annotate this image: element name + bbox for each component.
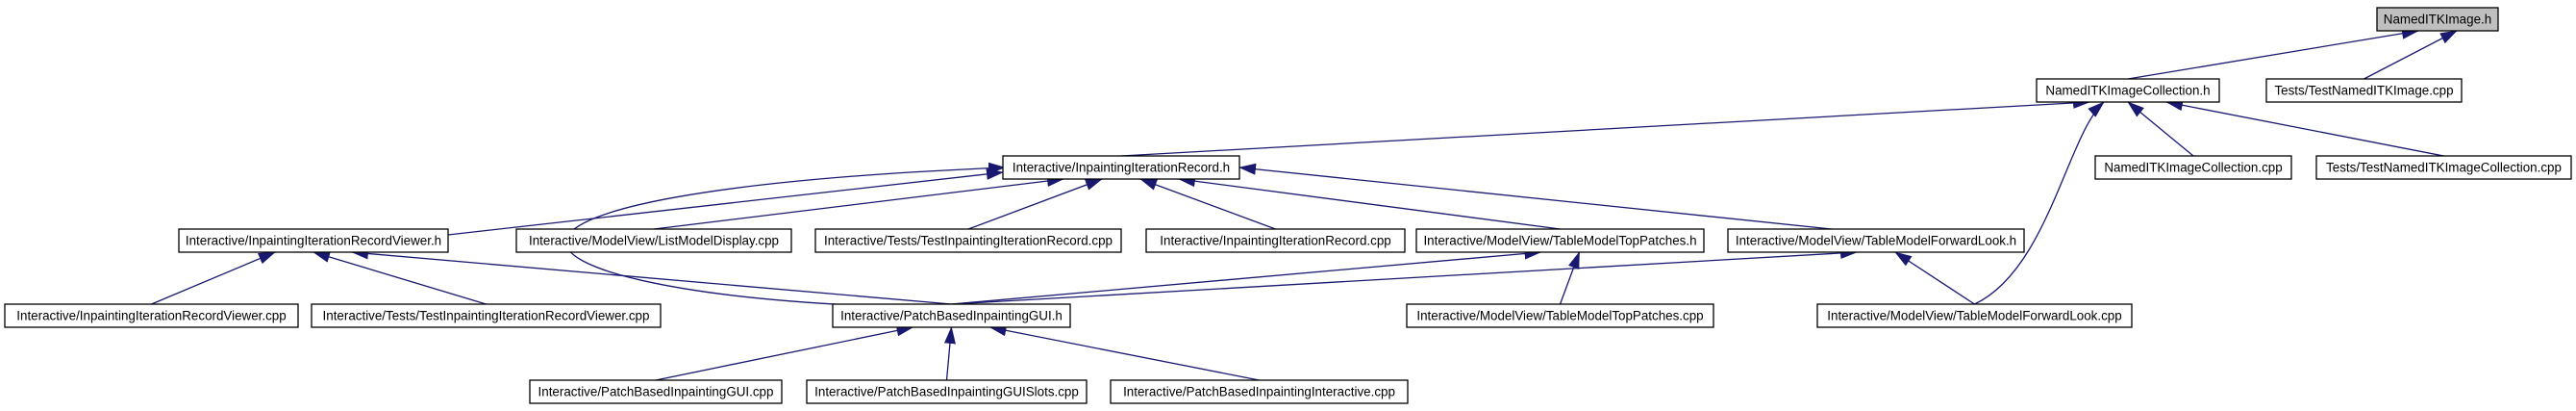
node-box xyxy=(806,379,1088,404)
node-box xyxy=(2315,155,2572,180)
node-label: Interactive/InpaintingIterationRecordVie… xyxy=(16,309,286,323)
node-box xyxy=(515,228,792,253)
edge-test-record-cpp-to-record-h xyxy=(967,178,1103,230)
node-label: Interactive/ModelView/TableModelTopPatch… xyxy=(1423,234,1696,248)
node-tests-testnameditkimagecollection-cpp[interactable]: Tests/TestNamedITKImageCollection.cpp xyxy=(2315,155,2572,180)
node-box xyxy=(2094,155,2292,180)
edge-gui-h-to-forwardlook-h xyxy=(951,246,1858,305)
node-interactive-patchbasedinpaintinginteractive-cpp[interactable]: Interactive/PatchBasedInpaintingInteract… xyxy=(1110,379,1409,404)
node-label: Interactive/PatchBasedInpaintingGUI.cpp xyxy=(538,385,774,399)
node-label: Interactive/InpaintingIterationRecord.h xyxy=(1013,161,1230,175)
node-label: Interactive/Tests/TestInpaintingIteratio… xyxy=(824,234,1113,248)
edge-forwardlook-cpp-to-forwardlook-h xyxy=(1894,251,1975,305)
node-label: Interactive/PatchBasedInpaintingGUISlots… xyxy=(814,385,1079,399)
edge-gui-h-to-toppatches-h xyxy=(951,247,1542,305)
node-label: Interactive/ModelView/TableModelForwardL… xyxy=(1736,234,2016,248)
node-interactive-inpaintingiterationrecordviewer-cpp[interactable]: Interactive/InpaintingIterationRecordVie… xyxy=(4,303,299,328)
node-nameditkimagecollection-h[interactable]: NamedITKImageCollection.h xyxy=(2036,78,2220,103)
node-box xyxy=(1406,303,1714,328)
node-label: Interactive/ModelView/ListModelDisplay.c… xyxy=(529,234,779,248)
node-interactive-modelview-tablemodeltoppatches-h[interactable]: Interactive/ModelView/TableModelTopPatch… xyxy=(1415,228,1705,253)
node-box xyxy=(1415,228,1705,253)
node-box xyxy=(178,228,449,253)
node-box xyxy=(529,379,783,404)
edge-collection-cpp-to-collection-h xyxy=(2127,101,2194,157)
edge-viewer-h-to-record-h xyxy=(447,167,1004,236)
node-box xyxy=(832,303,1071,328)
node-box xyxy=(814,228,1122,253)
node-interactive-patchbasedinpaintingguislots-cpp[interactable]: Interactive/PatchBasedInpaintingGUISlots… xyxy=(806,379,1088,404)
node-label: NamedITKImage.h xyxy=(2384,13,2491,27)
node-label: Interactive/InpaintingIterationRecordVie… xyxy=(186,234,441,248)
edge-guislots-cpp-to-gui-h xyxy=(943,326,956,381)
edge-listmodel-cpp-to-record-h xyxy=(653,175,1064,230)
edge-gui-h-to-viewer-h xyxy=(351,247,952,305)
node-label: Interactive/ModelView/TableModelForwardL… xyxy=(1827,309,2121,323)
node-label: Interactive/PatchBasedInpaintingInteract… xyxy=(1123,385,1395,399)
node-label: Tests/TestNamedITKImageCollection.cpp xyxy=(2326,161,2562,175)
edge-record-cpp-to-record-h xyxy=(1139,178,1276,230)
node-interactive-tests-testinpaintingiterationrecordviewer-cpp[interactable]: Interactive/Tests/TestInpaintingIteratio… xyxy=(311,303,662,328)
node-box xyxy=(2376,7,2499,32)
node-interactive-tests-testinpaintingiterationrecord-cpp[interactable]: Interactive/Tests/TestInpaintingIteratio… xyxy=(814,228,1122,253)
node-tests-testnameditkimage-cpp[interactable]: Tests/TestNamedITKImage.cpp xyxy=(2265,78,2463,103)
node-label: NamedITKImageCollection.cpp xyxy=(2104,161,2282,175)
node-box xyxy=(1727,228,2025,253)
edge-test-collection-cpp-to-collection-h xyxy=(2165,99,2444,157)
node-interactive-patchbasedinpaintinggui-h[interactable]: Interactive/PatchBasedInpaintingGUI.h xyxy=(832,303,1071,328)
node-interactive-inpaintingiterationrecordviewer-h[interactable]: Interactive/InpaintingIterationRecordVie… xyxy=(178,228,449,253)
node-interactive-modelview-tablemodelforwardlook-h[interactable]: Interactive/ModelView/TableModelForwardL… xyxy=(1727,228,2025,253)
edge-forwardlook-h-to-record-h xyxy=(1238,163,1832,230)
node-label: Interactive/InpaintingIterationRecord.cp… xyxy=(1160,234,1390,248)
node-label: Interactive/PatchBasedInpaintingGUI.h xyxy=(840,309,1063,323)
edge-toppatches-h-to-record-h xyxy=(1178,175,1561,230)
node-interactive-patchbasedinpaintinggui-cpp[interactable]: Interactive/PatchBasedInpaintingGUI.cpp xyxy=(529,379,783,404)
node-label: Tests/TestNamedITKImage.cpp xyxy=(2274,84,2453,98)
node-interactive-modelview-listmodeldisplay-cpp[interactable]: Interactive/ModelView/ListModelDisplay.c… xyxy=(515,228,792,253)
edge-toppatches-cpp-to-toppatches-h xyxy=(1559,251,1581,305)
node-interactive-inpaintingiterationrecord-cpp[interactable]: Interactive/InpaintingIterationRecord.cp… xyxy=(1145,228,1406,253)
node-box xyxy=(311,303,662,328)
node-box xyxy=(2265,78,2463,103)
node-label: NamedITKImageCollection.h xyxy=(2045,84,2210,98)
node-box xyxy=(4,303,299,328)
node-box xyxy=(1145,228,1406,253)
nodes-layer: NamedITKImage.hNamedITKImageCollection.h… xyxy=(4,7,2572,404)
edge-test-viewer-cpp-to-viewer-h xyxy=(313,251,487,305)
node-nameditkimagecollection-cpp[interactable]: NamedITKImageCollection.cpp xyxy=(2094,155,2292,180)
node-box xyxy=(1816,303,2133,328)
edge-viewer-cpp-to-viewer-h xyxy=(151,251,276,305)
node-interactive-inpaintingiterationrecord-h[interactable]: Interactive/InpaintingIterationRecord.h xyxy=(1002,155,1240,180)
edge-interactive-cpp-to-gui-h xyxy=(988,324,1260,381)
node-interactive-modelview-tablemodelforwardlook-cpp[interactable]: Interactive/ModelView/TableModelForwardL… xyxy=(1816,303,2133,328)
node-box xyxy=(1110,379,1409,404)
node-nameditkimage-h[interactable]: NamedITKImage.h xyxy=(2376,7,2499,32)
node-label: Interactive/ModelView/TableModelTopPatch… xyxy=(1416,309,1703,323)
edge-record-h-to-collection-h xyxy=(1120,96,2090,157)
node-box xyxy=(1002,155,1240,180)
edge-test-named-image-cpp-to-root xyxy=(2363,30,2458,80)
edge-gui-cpp-to-gui-h xyxy=(655,324,914,381)
node-interactive-modelview-tablemodeltoppatches-cpp[interactable]: Interactive/ModelView/TableModelTopPatch… xyxy=(1406,303,1714,328)
node-box xyxy=(2036,78,2220,103)
edge-collection-h-to-root xyxy=(2127,27,2419,80)
node-label: Interactive/Tests/TestInpaintingIteratio… xyxy=(323,309,650,323)
edge-forwardlook-cpp-to-collection-h xyxy=(1974,101,2105,305)
